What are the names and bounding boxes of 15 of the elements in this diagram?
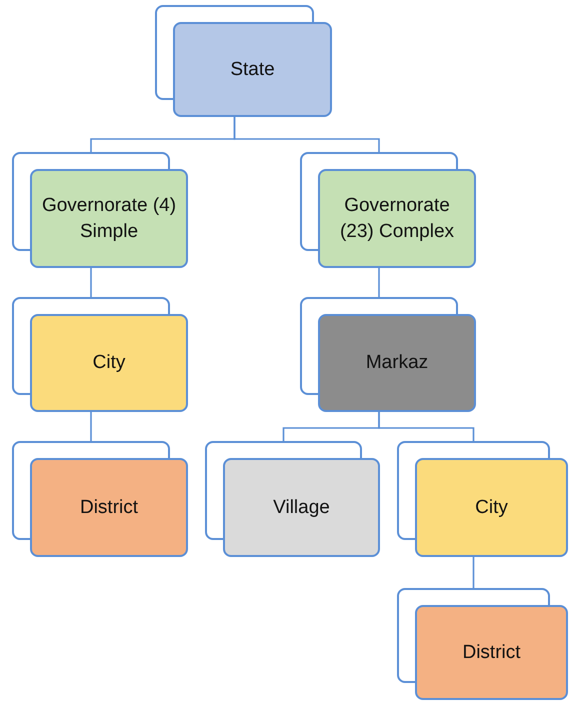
node-label: Village bbox=[273, 496, 330, 520]
node-label: District bbox=[462, 640, 521, 664]
node-label: City bbox=[92, 351, 126, 375]
node-label: Governorate (4) Simple bbox=[40, 194, 178, 244]
connector-line bbox=[472, 557, 474, 588]
node-label: Markaz bbox=[366, 351, 428, 375]
connector-line bbox=[90, 412, 92, 441]
node-label: District bbox=[80, 496, 138, 520]
node-label: State bbox=[230, 58, 275, 82]
connector-line bbox=[378, 268, 380, 297]
node-label: Governorate (23) Complex bbox=[338, 194, 456, 244]
node-label: City bbox=[475, 496, 508, 520]
connector-line bbox=[90, 268, 92, 297]
connector-line bbox=[234, 117, 380, 152]
connector-line bbox=[378, 412, 474, 441]
